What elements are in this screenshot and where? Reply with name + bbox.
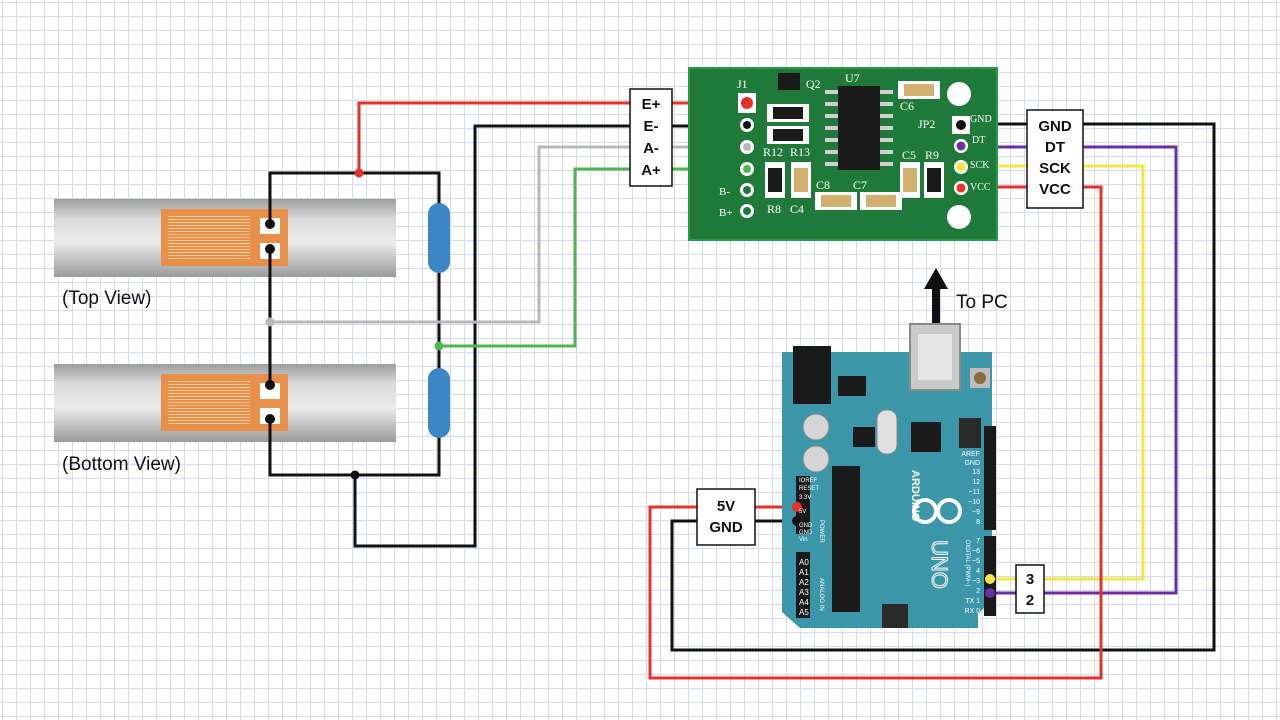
svg-text:7: 7 [976,538,980,545]
hx711-input-pin-labels: E+ E- A- A+ [629,88,673,187]
pin-label-e-plus: E+ [642,96,661,113]
bottom-view-label: (Bottom View) [62,454,181,475]
svg-text:R9: R9 [925,148,939,162]
pin-label-gnd: GND [1038,118,1072,135]
svg-text:SCK: SCK [970,160,990,171]
svg-text:~3: ~3 [972,578,980,585]
svg-text:C4: C4 [790,202,804,216]
svg-text:C5: C5 [902,148,916,162]
hx711-silkscreen: J1 Q2 U7 C6 R12 R13 R8 C4 C8 C7 C5 R9 B-… [719,71,992,219]
hx711-chip [825,86,893,170]
hx711-smd-parts [765,81,944,210]
pin-label-a-plus: A+ [641,162,661,179]
svg-text:GND: GND [964,460,980,467]
svg-text:IOREF: IOREF [799,478,818,484]
svg-text:C7: C7 [853,178,867,192]
wire-e-minus [353,124,745,548]
arduino-digital-pin-labels: 3 2 [1015,564,1045,614]
arduino-power-pin-labels: 5V GND [696,488,756,546]
top-strain-gauge [161,209,288,266]
pin-label-sck: SCK [1039,160,1071,177]
hx711-left-header [738,93,756,218]
svg-text:R12: R12 [763,145,783,159]
svg-text:POWER: POWER [818,520,824,543]
svg-text:A3: A3 [799,588,809,597]
bridge-resistors [428,203,450,438]
pin-label-2: 2 [1026,592,1034,609]
junctions [265,168,444,480]
svg-text:RESET: RESET [799,486,819,492]
svg-text:R8: R8 [767,202,781,216]
svg-text:Vin: Vin [799,537,808,543]
svg-text:2: 2 [976,588,980,595]
svg-text:8: 8 [976,519,980,526]
svg-text:~9: ~9 [972,509,980,516]
pin-label-a-minus: A- [643,140,659,157]
svg-text:~10: ~10 [968,499,980,506]
pin-label-dt: DT [1045,139,1065,156]
svg-text:A4: A4 [799,598,809,607]
svg-text:Q2: Q2 [806,77,821,91]
svg-text:12: 12 [972,479,980,486]
svg-text:DT: DT [972,135,985,146]
svg-text:4: 4 [976,568,980,575]
svg-text:B-: B- [719,186,730,198]
svg-text:VCC: VCC [970,182,991,193]
svg-text:JP2: JP2 [918,117,935,131]
svg-text:3.3V: 3.3V [799,495,811,501]
arduino-uno-board: ARDUINO UNO IOREF RESET 3.3V 5V GND GND … [782,323,996,628]
arduino-model: UNO [927,540,952,589]
svg-text:R13: R13 [790,145,810,159]
svg-text:13: 13 [972,469,980,476]
to-pc-label: To PC [956,292,1008,313]
svg-text:AREF: AREF [961,451,980,458]
pin-label-5v: 5V [717,498,735,515]
svg-text:C6: C6 [900,99,914,113]
wire-gnd [670,122,1216,652]
hx711-board: J1 Q2 U7 C6 R12 R13 R8 C4 C8 C7 C5 R9 B-… [688,67,998,241]
svg-text:RX 0: RX 0 [964,608,980,615]
svg-text:A2: A2 [799,578,809,587]
svg-text:TX 1: TX 1 [965,598,980,605]
hx711-output-pin-labels: GND DT SCK VCC [1026,109,1084,209]
svg-text:A0: A0 [799,558,809,567]
svg-text:ANALOG IN: ANALOG IN [818,578,824,611]
arduino-silkscreen: IOREF RESET 3.3V 5V GND GND Vin A0 A1 A2… [799,451,980,617]
svg-text:~5: ~5 [972,558,980,565]
svg-text:GND: GND [799,523,813,529]
pin-label-arduino-gnd: GND [709,519,743,536]
svg-text:DIGITAL (PWM~): DIGITAL (PWM~) [964,540,970,587]
svg-text:~11: ~11 [969,489,980,496]
svg-text:~6: ~6 [972,548,980,555]
pin-label-3: 3 [1026,571,1034,588]
svg-text:J1: J1 [737,77,748,91]
pin-label-vcc: VCC [1039,181,1071,198]
svg-text:A5: A5 [799,608,809,617]
arduino-brand: ARDUINO [909,470,921,522]
svg-text:A1: A1 [799,568,809,577]
bottom-bar [54,364,396,442]
hx711-right-header [952,116,970,195]
svg-text:U7: U7 [845,71,860,85]
to-pc-arrow [924,268,948,323]
wire-e-plus [357,101,745,173]
pin-label-e-minus: E- [644,118,659,135]
svg-text:GND: GND [799,530,813,536]
svg-text:GND: GND [970,114,992,125]
top-view-label: (Top View) [62,288,151,309]
bridge-wire-top [268,171,441,477]
svg-text:5V: 5V [799,509,806,515]
svg-text:C8: C8 [816,178,830,192]
arduino-logo: ARDUINO UNO [909,470,962,589]
svg-text:B+: B+ [719,207,733,219]
top-bar [54,199,396,277]
